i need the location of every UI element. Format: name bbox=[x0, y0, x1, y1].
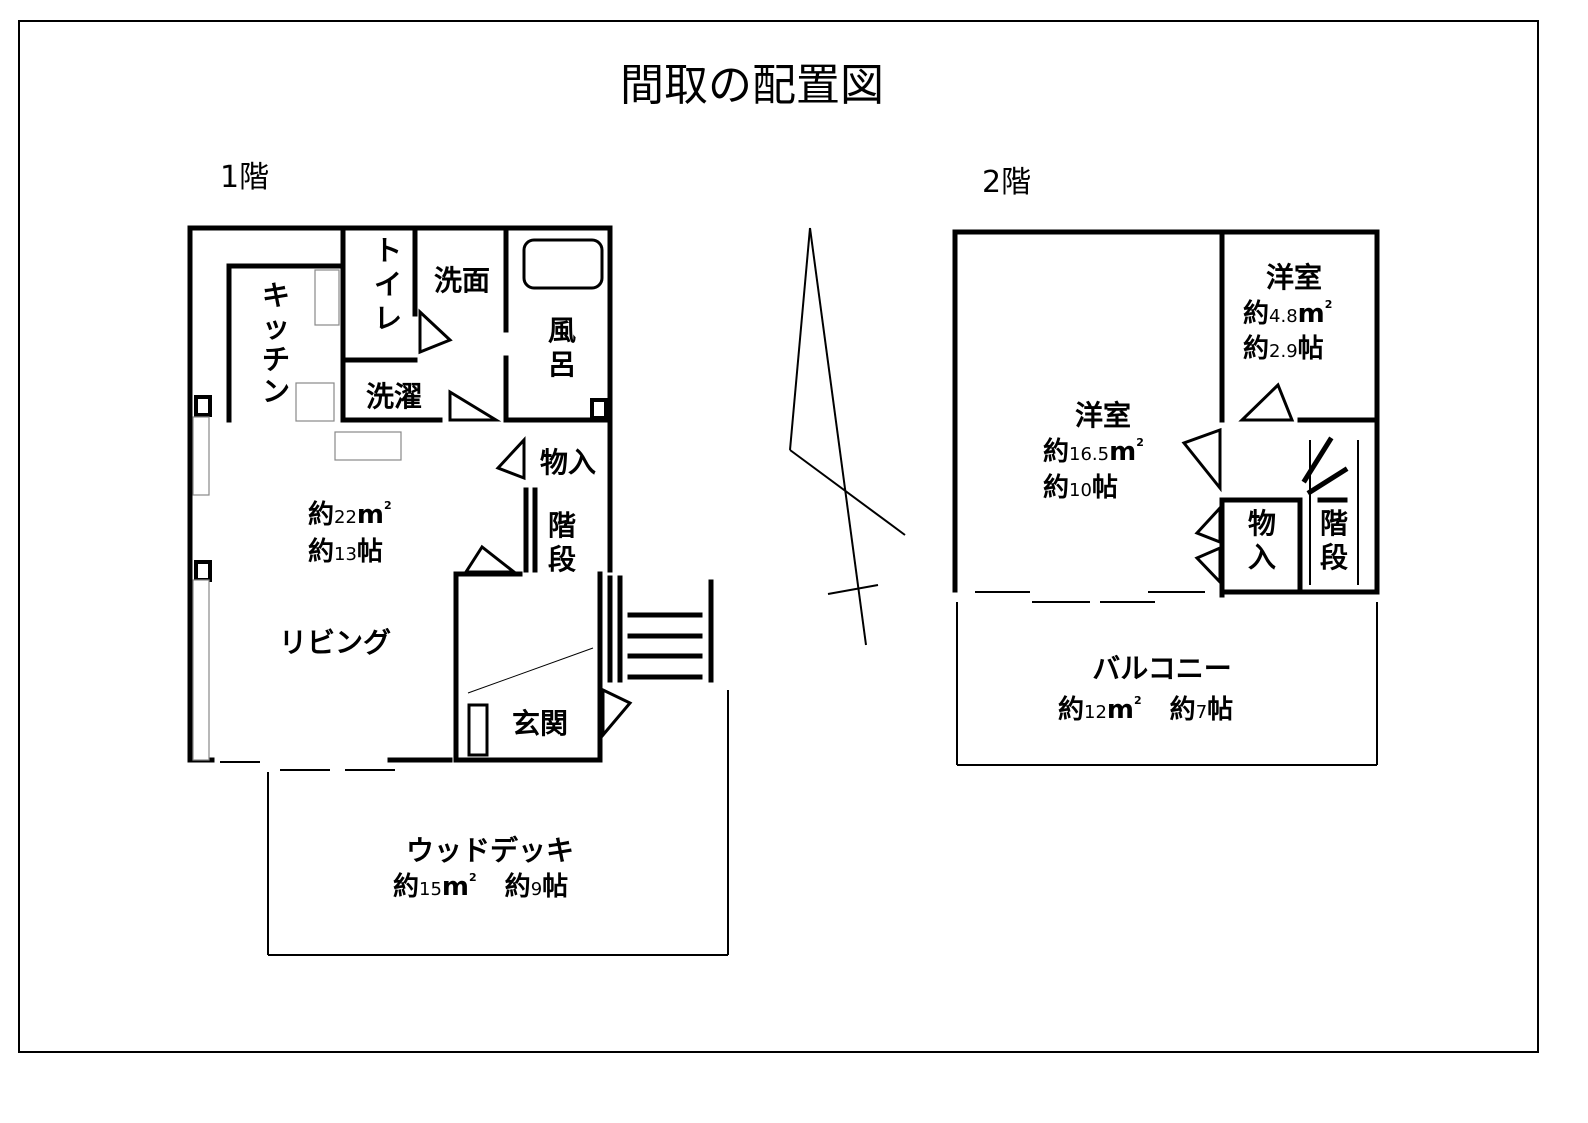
balcony-outline bbox=[956, 602, 1378, 766]
stairs2-label: 階段 bbox=[1320, 507, 1348, 574]
floor2-walls bbox=[952, 229, 1380, 598]
kitchen-counter bbox=[334, 431, 402, 461]
door-symbols bbox=[418, 308, 633, 740]
stair-fan-lines bbox=[1301, 436, 1349, 503]
western-small-area-jo: 約2.9帖 bbox=[1243, 333, 1324, 364]
floor2-label: 2階 bbox=[982, 165, 1031, 200]
kitchen-label-char: チ bbox=[262, 343, 290, 376]
wooddeck-label: ウッドデッキ bbox=[406, 834, 574, 867]
toilet-label-char: レ bbox=[374, 302, 402, 335]
living-label: リビング bbox=[279, 626, 391, 659]
bath-label: 風呂 bbox=[548, 314, 576, 381]
western-large-label: 洋室 bbox=[1075, 399, 1131, 432]
kitchen-label-char: ン bbox=[262, 375, 290, 408]
page-title: 間取の配置図 bbox=[620, 60, 884, 111]
toilet-label: トイレ bbox=[374, 234, 402, 335]
toilet-label-char: イ bbox=[374, 268, 402, 301]
storage2-label: 物入 bbox=[1248, 507, 1276, 574]
stairs1-label: 階段 bbox=[548, 509, 576, 576]
toilet-label-char: ト bbox=[374, 234, 402, 267]
wooddeck-outline bbox=[267, 690, 729, 956]
bath-label-char: 呂 bbox=[548, 348, 576, 381]
western-large-area-jo: 約10帖 bbox=[1043, 472, 1118, 503]
window bbox=[192, 416, 210, 496]
western-small-area-m2: 約4.8m2 bbox=[1243, 298, 1332, 329]
bathtub bbox=[522, 238, 604, 290]
western-small-label: 洋室 bbox=[1266, 261, 1322, 294]
stairs2-label-char: 階 bbox=[1320, 507, 1348, 540]
floor1-label: 1階 bbox=[220, 160, 269, 195]
step-line bbox=[467, 647, 594, 694]
entrance-label: 玄関 bbox=[512, 707, 568, 740]
north-arrow-icon bbox=[789, 227, 906, 646]
sliding-window-living bbox=[220, 761, 395, 771]
storage2-label-char: 入 bbox=[1248, 541, 1276, 574]
floor2-plan: 2階 bbox=[952, 165, 1380, 766]
refrigerator-space bbox=[314, 269, 340, 326]
laundry-label: 洗濯 bbox=[366, 380, 422, 413]
sliding-window-2f bbox=[975, 591, 1205, 603]
stove bbox=[295, 382, 335, 422]
kitchen-label: キッチン bbox=[262, 279, 290, 408]
western-large-area-m2: 約16.5m2 bbox=[1043, 436, 1144, 467]
door-symbols-2f bbox=[1181, 382, 1295, 586]
window bbox=[192, 579, 210, 761]
stairs2-label-char: 段 bbox=[1320, 541, 1348, 574]
washroom-label: 洗面 bbox=[434, 264, 490, 297]
balcony-label: バルコニー bbox=[1092, 652, 1231, 685]
bath-label-char: 風 bbox=[548, 314, 576, 347]
storage2-label-char: 物 bbox=[1248, 507, 1276, 540]
living-area-jo: 約13帖 bbox=[308, 536, 383, 567]
stairs1-label-char: 段 bbox=[548, 543, 576, 576]
storage1-label: 物入 bbox=[540, 446, 596, 479]
living-area-m2: 約22m2 bbox=[308, 499, 392, 530]
floor1-plan: 1階 bbox=[187, 160, 729, 956]
kitchen-label-char: キ bbox=[262, 279, 290, 312]
kitchen-label-char: ッ bbox=[262, 311, 290, 344]
page-border bbox=[18, 20, 1539, 1053]
shoe-cabinet bbox=[467, 703, 489, 757]
stairs1-label-char: 階 bbox=[548, 509, 576, 542]
